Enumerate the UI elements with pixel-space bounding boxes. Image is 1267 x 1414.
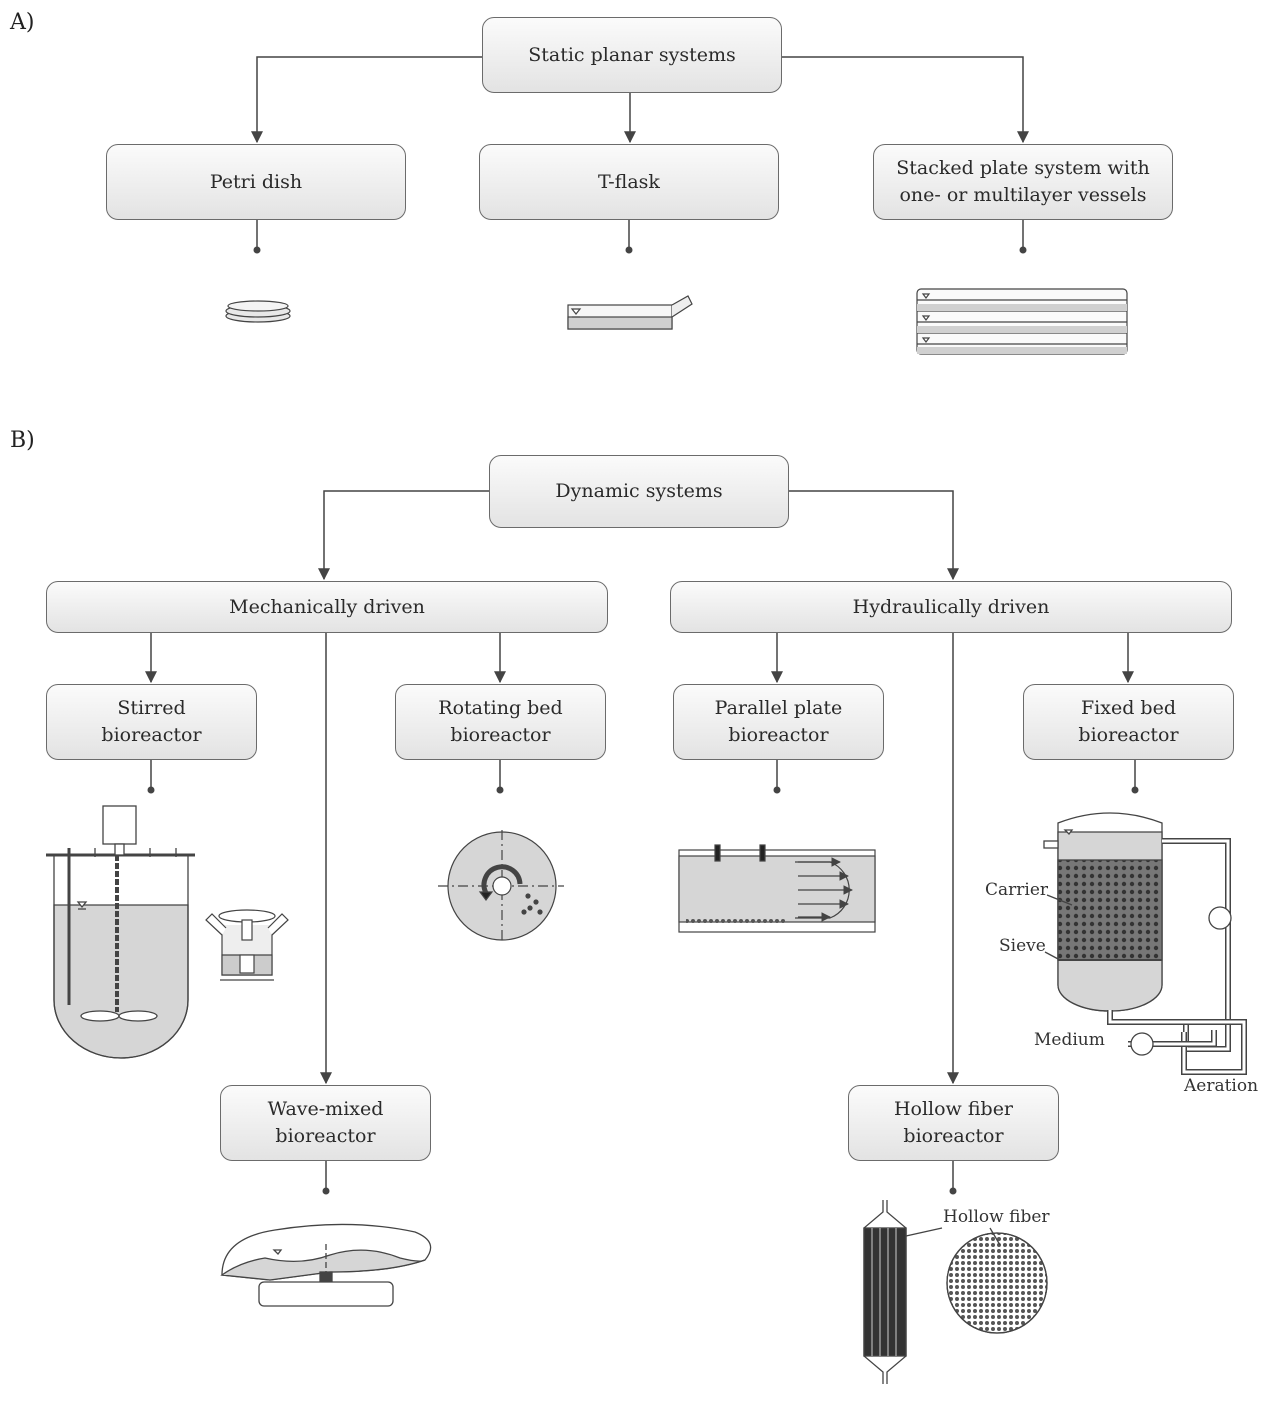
node-dynamic-systems: Dynamic systems bbox=[489, 455, 789, 528]
node-stacked-label: Stacked plate system with one- or multil… bbox=[896, 157, 1150, 206]
node-hydraulically-driven: Hydraulically driven bbox=[670, 581, 1232, 633]
node-rotating-label: Rotating bed bioreactor bbox=[438, 697, 563, 746]
node-dynamic-label: Dynamic systems bbox=[555, 480, 723, 502]
spinner-flask-illustration bbox=[205, 909, 289, 981]
node-static-label: Static planar systems bbox=[528, 43, 736, 66]
connector-static-stacked bbox=[782, 56, 1029, 144]
node-rotating-bed-bioreactor: Rotating bed bioreactor bbox=[395, 684, 606, 760]
hollow-fiber-illustration bbox=[863, 1200, 1048, 1384]
node-hydraulic-label: Hydraulically driven bbox=[852, 595, 1050, 618]
node-static-planar-systems: Static planar systems bbox=[482, 17, 782, 93]
stirred-bioreactor-illustration bbox=[46, 805, 195, 1059]
annotation-aeration: Aeration bbox=[1184, 1076, 1259, 1096]
node-stirred-label: Stirred bioreactor bbox=[101, 697, 202, 746]
node-petri-dish: Petri dish bbox=[106, 144, 406, 220]
connector-dynamic-mechanical bbox=[318, 490, 489, 581]
node-parallel-plate-bioreactor: Parallel plate bioreactor bbox=[673, 684, 884, 760]
node-mechanically-driven: Mechanically driven bbox=[46, 581, 608, 633]
annotation-medium: Medium bbox=[1034, 1030, 1105, 1050]
node-hollow-fiber-bioreactor: Hollow fiber bioreactor bbox=[848, 1085, 1059, 1161]
panel-label-b: B) bbox=[10, 428, 35, 453]
stacked-plate-illustration bbox=[916, 288, 1128, 355]
annotation-sieve: Sieve bbox=[999, 936, 1046, 956]
annotation-hollow-fiber: Hollow fiber bbox=[943, 1207, 1050, 1227]
petri-dish-illustration bbox=[225, 300, 291, 323]
node-fixed-label: Fixed bed bioreactor bbox=[1078, 697, 1179, 746]
node-petri-label: Petri dish bbox=[209, 170, 303, 193]
rotating-bed-illustration bbox=[438, 830, 564, 942]
panel-label-a: A) bbox=[10, 10, 35, 35]
node-fixed-bed-bioreactor: Fixed bed bioreactor bbox=[1023, 684, 1234, 760]
node-wave-label: Wave-mixed bioreactor bbox=[267, 1098, 384, 1147]
node-parallel-label: Parallel plate bioreactor bbox=[714, 697, 843, 746]
node-t-flask: T-flask bbox=[479, 144, 779, 220]
connector-dynamic-hydraulic bbox=[789, 490, 959, 581]
node-tflask-label: T-flask bbox=[598, 170, 660, 193]
node-stirred-bioreactor: Stirred bioreactor bbox=[46, 684, 257, 760]
node-hollow-label: Hollow fiber bioreactor bbox=[893, 1098, 1014, 1147]
wave-mixed-illustration bbox=[220, 1223, 432, 1307]
node-wave-mixed-bioreactor: Wave-mixed bioreactor bbox=[220, 1085, 431, 1161]
connector-static-petri bbox=[251, 56, 482, 144]
node-stacked-plate-system: Stacked plate system with one- or multil… bbox=[873, 144, 1173, 220]
t-flask-illustration bbox=[567, 295, 693, 330]
stem-dots bbox=[147, 246, 1139, 1195]
fixed-bed-illustration bbox=[1043, 812, 1247, 1075]
annotation-carrier: Carrier bbox=[985, 880, 1049, 900]
parallel-plate-illustration bbox=[678, 844, 876, 933]
node-mechanical-label: Mechanically driven bbox=[229, 595, 425, 618]
